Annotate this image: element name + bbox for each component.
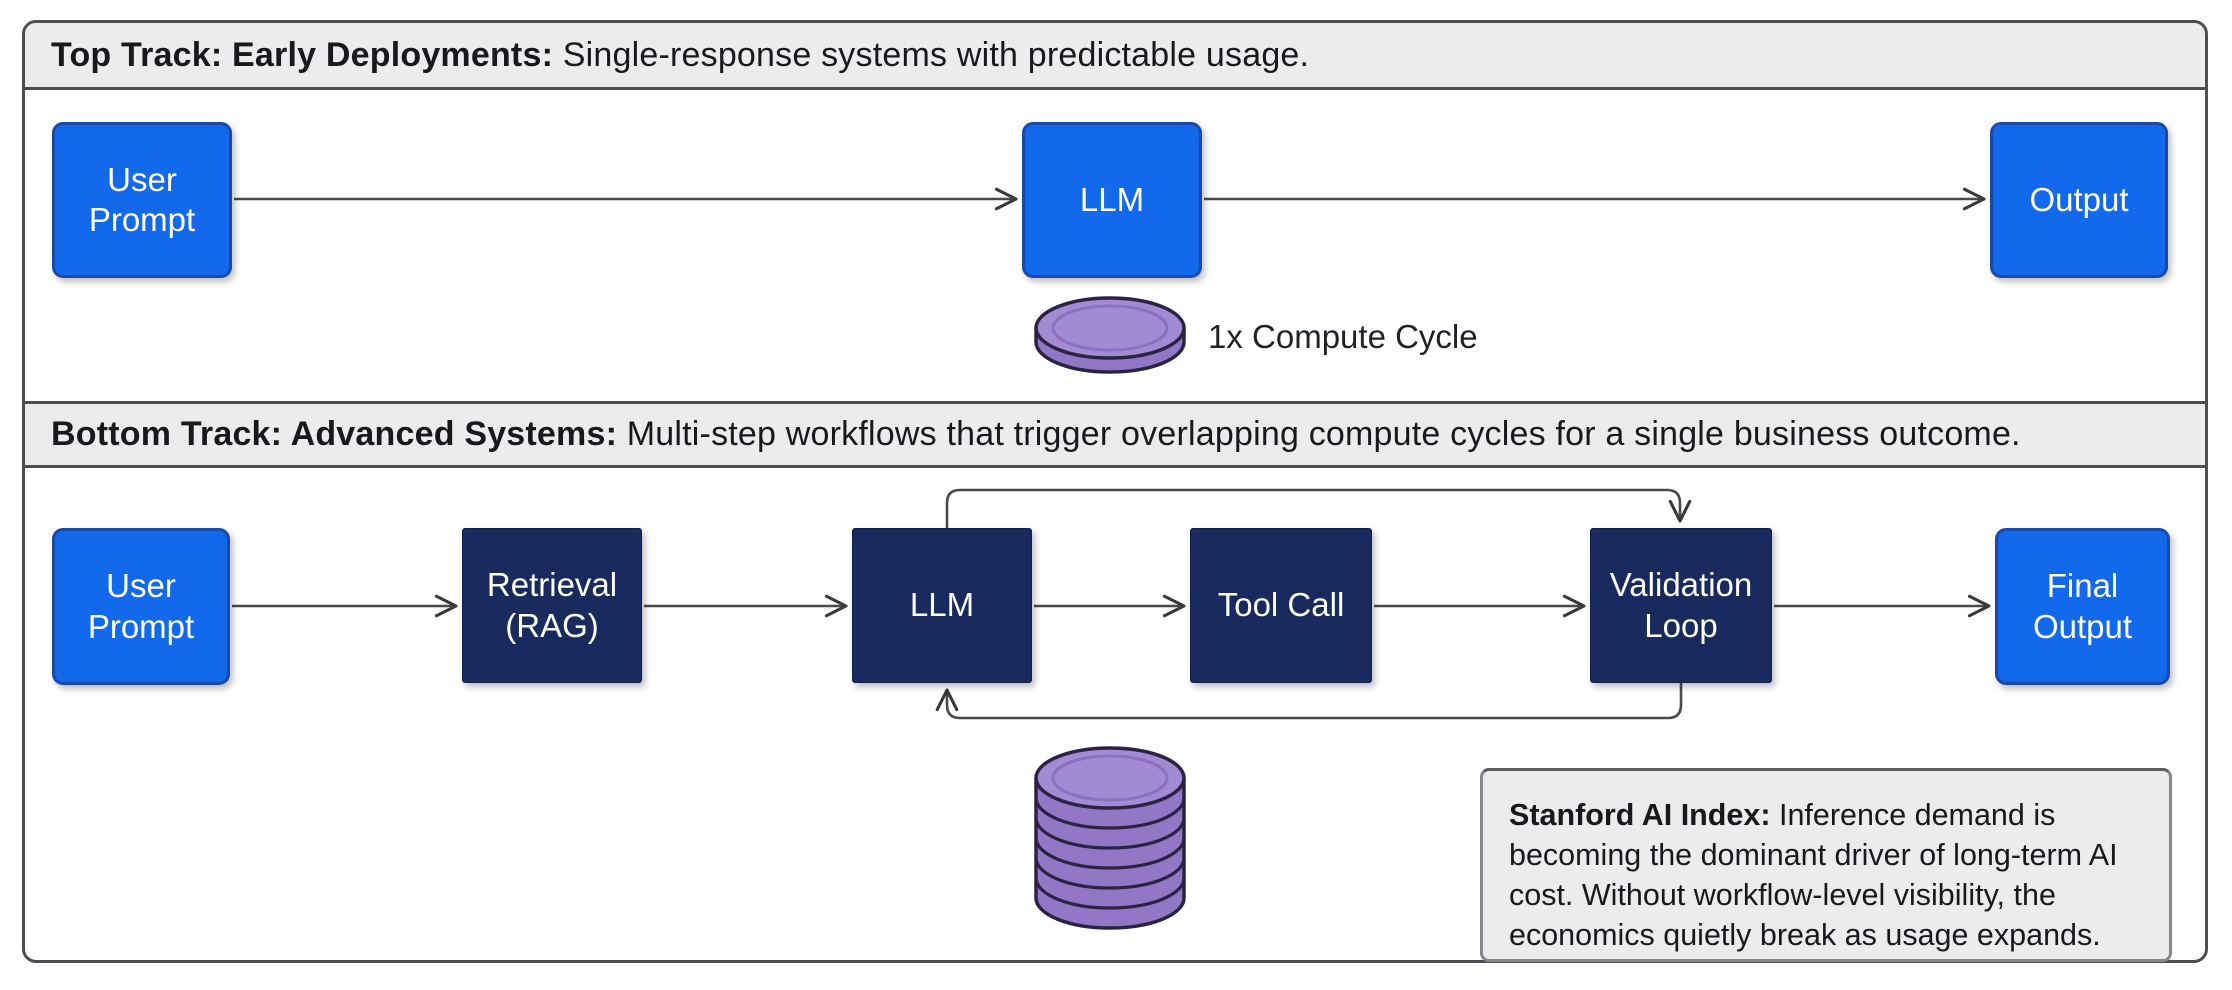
coin-stack-icon <box>1034 746 1186 930</box>
top-track-header-bold: Top Track: Early Deployments: <box>51 35 554 74</box>
node-label: User Prompt <box>88 160 196 238</box>
stanford-ai-index-callout: Stanford AI Index: Inference demand is b… <box>1480 768 2172 962</box>
bottom-track-header-text: Multi-step workflows that trigger overla… <box>617 415 2021 453</box>
node-retrieval-rag: Retrieval (RAG) <box>462 528 642 683</box>
node-label: Retrieval (RAG) <box>486 566 618 644</box>
bottom-track-header-bold: Bottom Track: Advanced Systems: <box>51 415 618 453</box>
coin-icon <box>1034 296 1186 374</box>
node-llm-top: LLM <box>1022 122 1202 278</box>
node-label: Tool Call <box>1217 586 1345 624</box>
node-llm-bottom: LLM <box>852 528 1032 683</box>
top-track-header-text: Single-response systems with predictable… <box>553 35 1310 74</box>
node-label: Output <box>2029 180 2129 218</box>
node-label: LLM <box>909 586 975 624</box>
node-label: Validation Loop <box>1609 566 1753 644</box>
node-validation-loop: Validation Loop <box>1590 528 1772 683</box>
node-label: LLM <box>1079 180 1145 218</box>
bottom-track-header: Bottom Track: Advanced Systems: Multi-st… <box>25 401 2205 468</box>
compute-cycle-label: 1x Compute Cycle <box>1208 318 1478 355</box>
callout-text: Inference demand is becoming the dominan… <box>1509 798 2118 952</box>
node-tool-call: Tool Call <box>1190 528 1372 683</box>
node-label: Final Output <box>2032 567 2133 645</box>
top-track-header: Top Track: Early Deployments: Single-res… <box>25 23 2205 90</box>
callout-bold: Stanford AI Index: <box>1509 798 1771 832</box>
node-label: User Prompt <box>87 567 195 645</box>
node-output: Output <box>1990 122 2168 278</box>
node-user-prompt-top: User Prompt <box>52 122 232 278</box>
node-final-output: Final Output <box>1995 528 2170 685</box>
node-user-prompt-bottom: User Prompt <box>52 528 230 685</box>
